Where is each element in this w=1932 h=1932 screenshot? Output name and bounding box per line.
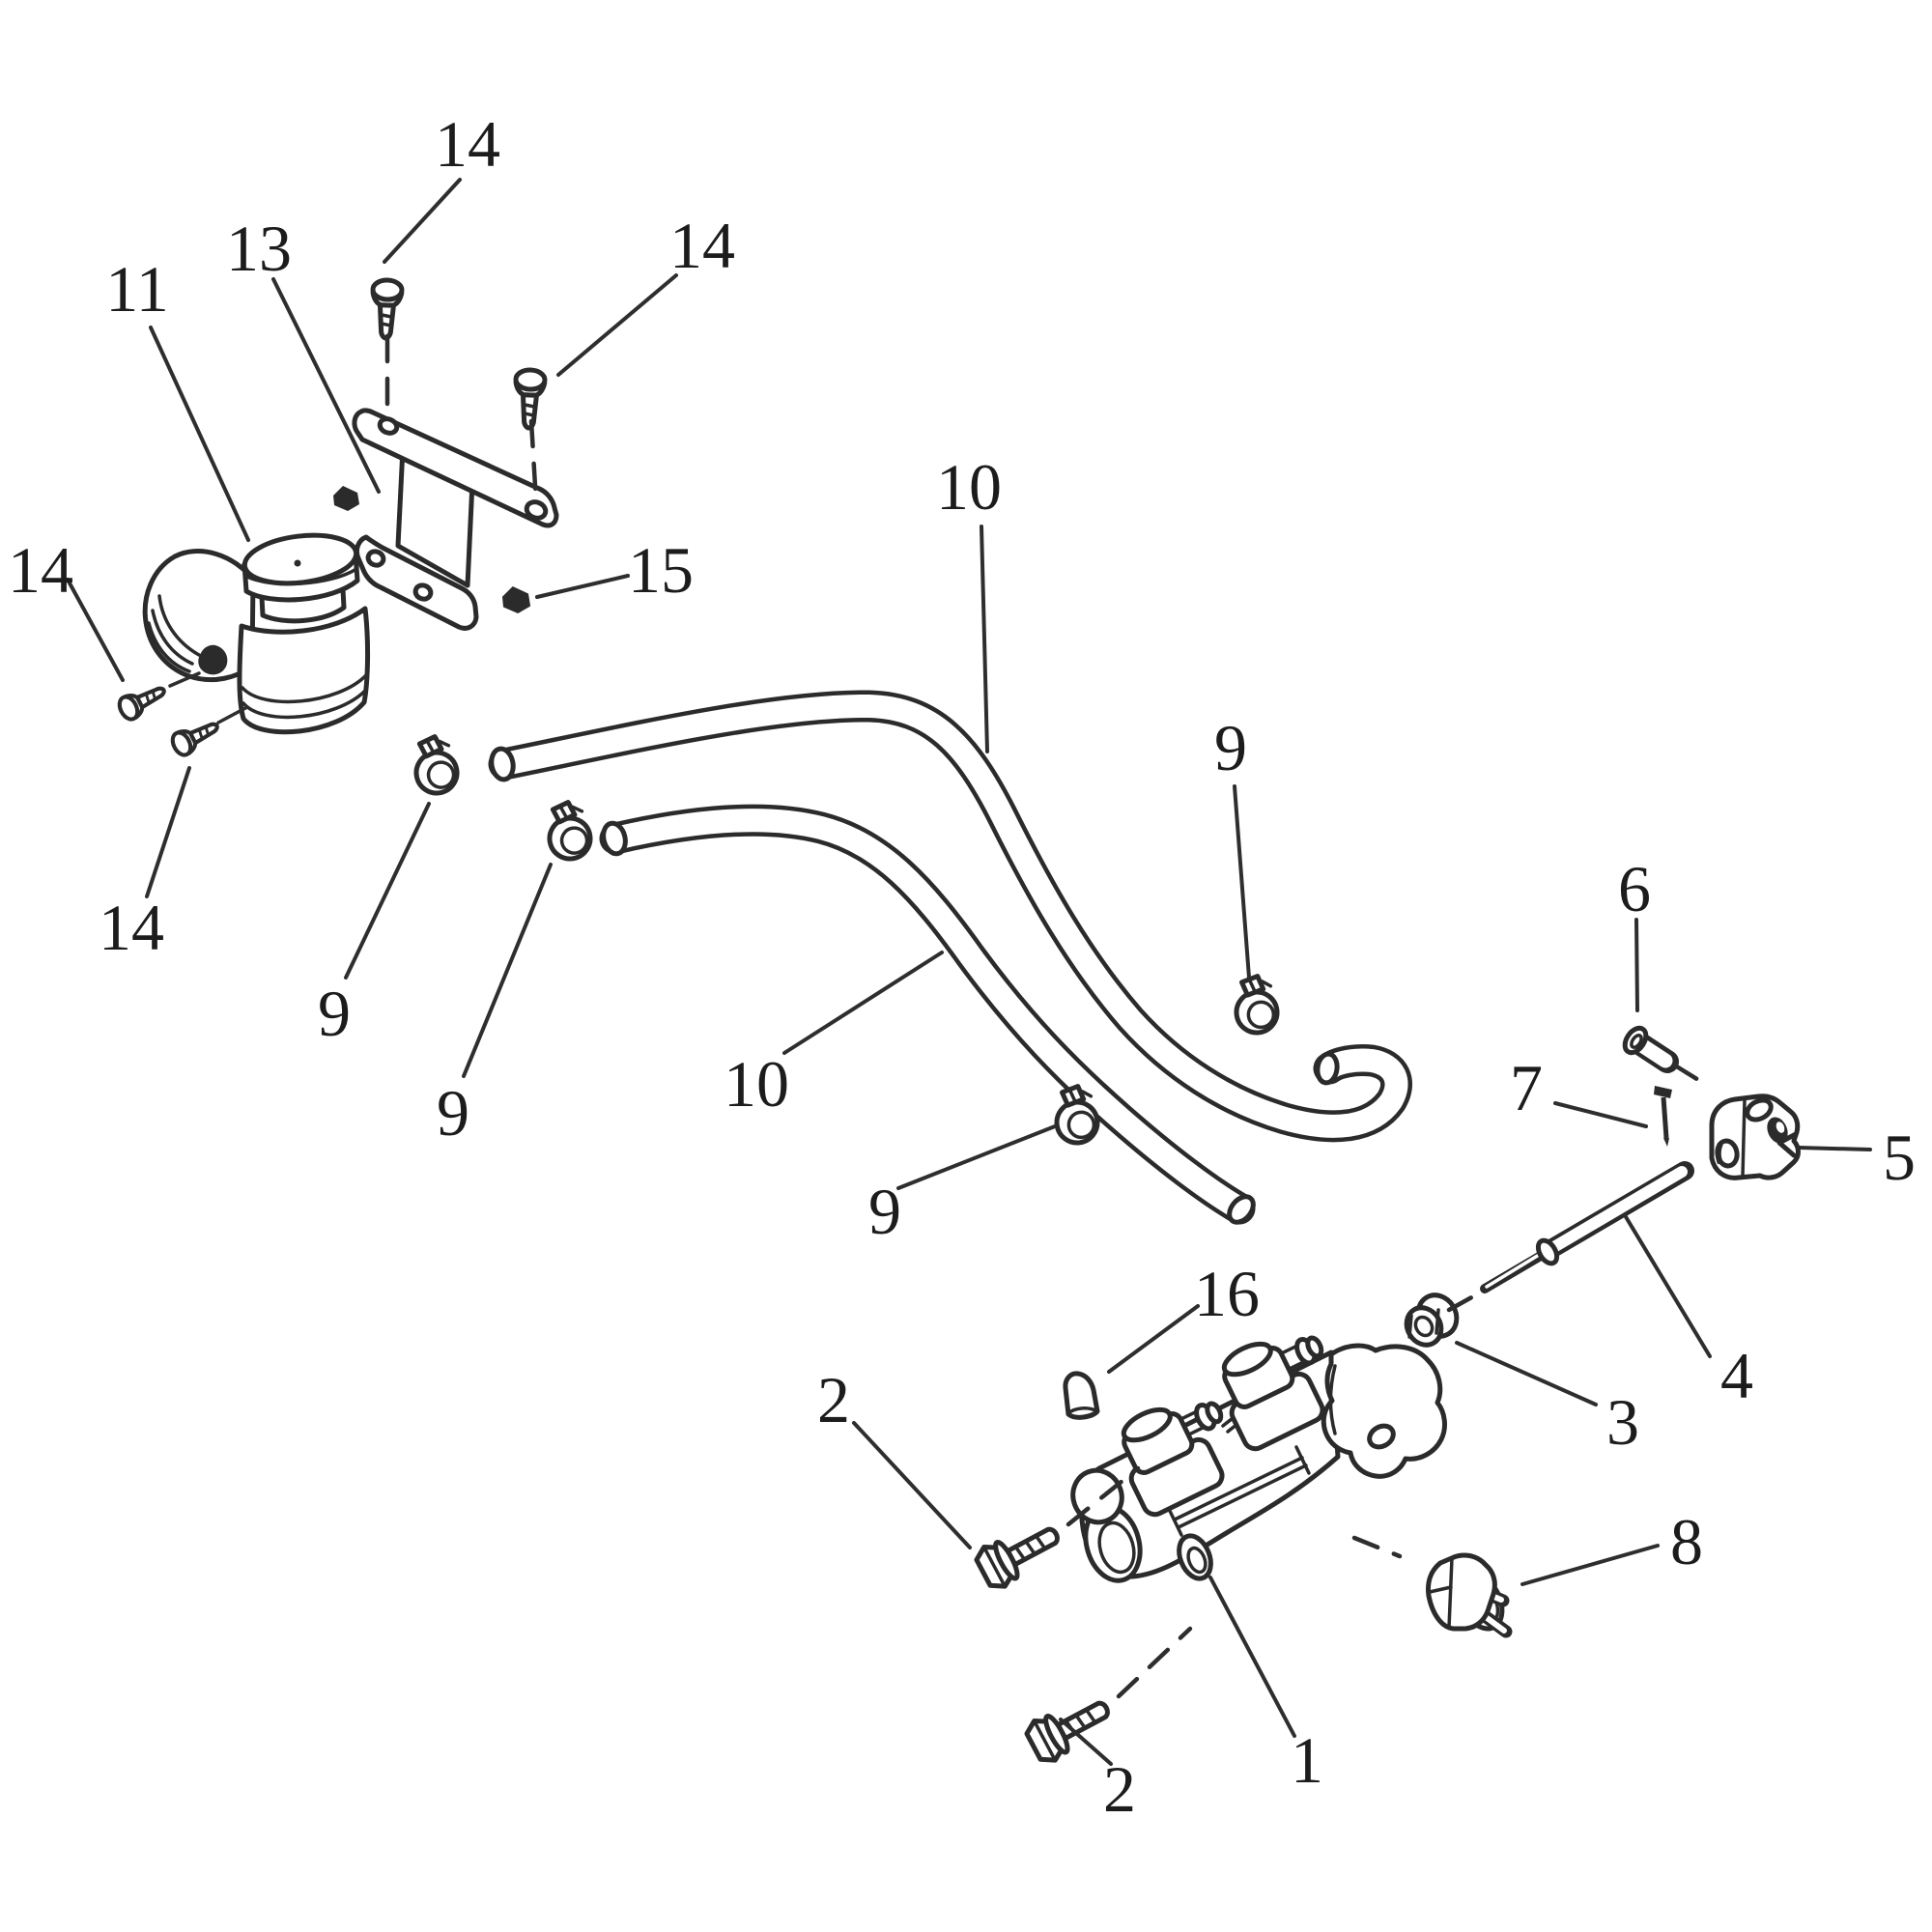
rubber-grommet	[501, 585, 531, 614]
leader-1	[1208, 1576, 1296, 1738]
callout-14-lower-left: 14	[99, 891, 164, 964]
reservoir-screw	[514, 369, 545, 428]
leader-13	[271, 277, 381, 494]
bar-hole	[524, 499, 549, 521]
hose-clamp	[410, 733, 461, 796]
leader-lines	[66, 178, 1872, 1766]
hose-clamp	[1232, 974, 1280, 1035]
cotter-pin	[1654, 1086, 1672, 1147]
callout-14-left: 14	[8, 533, 73, 607]
callout-9-c: 9	[868, 1175, 901, 1248]
callout-9-a: 9	[318, 977, 351, 1050]
leader-9-c	[896, 1124, 1057, 1190]
leader-14-a	[383, 178, 462, 264]
pushrod	[1480, 1161, 1694, 1293]
flange-hole	[412, 582, 434, 602]
hose-open-end	[1315, 1051, 1340, 1086]
leader-6	[1634, 918, 1639, 1012]
callout-5: 5	[1883, 1121, 1916, 1194]
leader-3	[1455, 1341, 1598, 1406]
pushrod-collar	[1535, 1237, 1560, 1266]
reservoir-screw	[116, 679, 169, 722]
hose-open-end	[489, 746, 516, 782]
callout-9-b: 9	[437, 1076, 469, 1150]
hose-open-end	[1227, 1194, 1256, 1225]
leader-2-b	[1059, 1718, 1113, 1766]
switch-plug	[1426, 1552, 1513, 1638]
clevis-pin	[1622, 1025, 1679, 1073]
hose-clamp	[543, 799, 594, 862]
callout-4: 4	[1720, 1339, 1753, 1412]
arm-nipple	[198, 644, 228, 675]
cap-vent-dot	[294, 559, 301, 567]
fluid-reservoir	[142, 532, 371, 735]
callout-9-d: 9	[1214, 711, 1247, 784]
leader-14-b	[556, 273, 678, 377]
reservoir-bracket	[352, 408, 559, 631]
callout-1: 1	[1291, 1723, 1323, 1797]
rubber-grommet	[333, 486, 359, 511]
callout-6: 6	[1618, 852, 1651, 925]
reservoir-hose-upper	[488, 690, 1412, 1143]
callout-labels: 14 13 11 14 14 15 14 9 9 10 10 9 9 6 7 5…	[8, 107, 1916, 1826]
callout-2-b: 2	[1103, 1752, 1136, 1826]
leader-7	[1553, 1101, 1648, 1128]
plug-hex	[1426, 1552, 1497, 1632]
leader-10-a	[980, 525, 989, 753]
clevis-yoke	[1709, 1094, 1801, 1180]
bar-hole	[377, 416, 400, 436]
leader-9-a	[344, 802, 431, 980]
leader-10-b	[782, 951, 944, 1055]
reservoir-screw	[169, 715, 222, 757]
small-cap-16	[1063, 1371, 1100, 1420]
hose-open-end	[601, 820, 628, 857]
mounting-flange	[1321, 1343, 1447, 1479]
leader-14-d	[145, 766, 191, 898]
leader-4	[1623, 1213, 1712, 1358]
leader-16	[1107, 1304, 1200, 1374]
callout-10-lower: 10	[724, 1047, 789, 1121]
leader-14-c	[66, 578, 125, 682]
body-pipe-line	[1173, 1456, 1308, 1529]
leader-2-a	[852, 1421, 972, 1549]
fork-notch	[1776, 1131, 1799, 1158]
callout-10-top: 10	[936, 450, 1002, 524]
callout-11: 11	[105, 252, 168, 326]
leader-8	[1520, 1544, 1660, 1586]
reservoir-hose-lower	[599, 804, 1256, 1225]
leader-11	[149, 326, 250, 542]
bracket-top-bar	[352, 408, 559, 528]
pushrod-nut	[1404, 1293, 1460, 1348]
callout-8: 8	[1670, 1505, 1703, 1578]
callout-3: 3	[1606, 1385, 1639, 1459]
callout-2-a: 2	[817, 1363, 850, 1436]
callout-16: 16	[1194, 1257, 1260, 1330]
master-cylinder	[1070, 1318, 1447, 1583]
leader-5	[1797, 1146, 1872, 1151]
bracket-lower-flange	[354, 534, 479, 631]
callout-7: 7	[1510, 1051, 1543, 1124]
flange-hole	[365, 549, 386, 568]
leader-9-b	[462, 863, 553, 1078]
reservoir-screw	[371, 279, 402, 338]
callout-14-top: 14	[435, 107, 500, 181]
leader-9-d	[1233, 784, 1251, 980]
flange-hole	[1367, 1423, 1396, 1450]
assembly-lines	[168, 333, 1711, 1699]
outlet-boss	[1177, 1533, 1213, 1581]
mounting-bolt	[973, 1515, 1066, 1593]
callout-14-upper-right: 14	[669, 209, 735, 282]
leader-15	[535, 574, 630, 599]
callout-13: 13	[226, 212, 292, 285]
callout-15: 15	[628, 533, 694, 607]
